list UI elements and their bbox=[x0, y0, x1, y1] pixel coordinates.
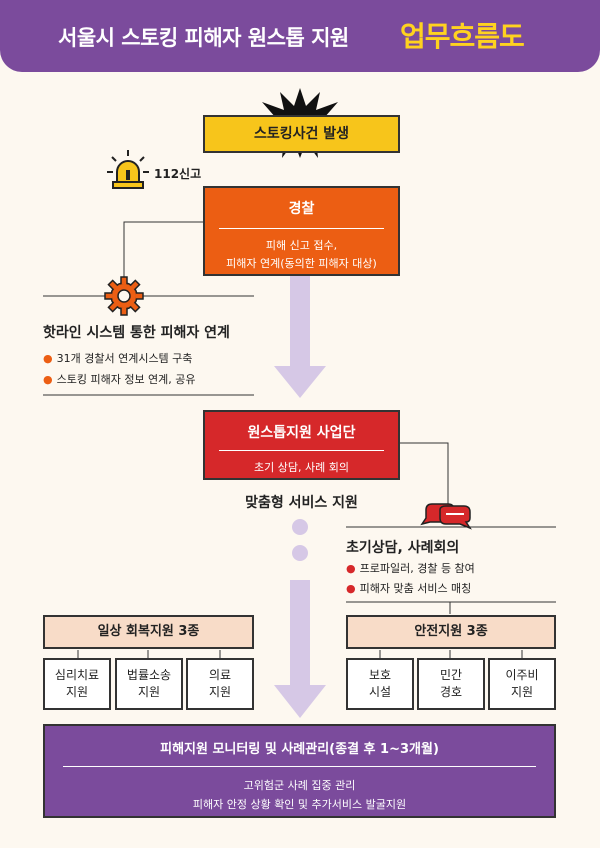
daily-item-medical-l2: 지원 bbox=[208, 685, 232, 699]
consult-item-2: ●피해자 맞춤 서비스 매칭 bbox=[346, 578, 471, 599]
police-title: 경찰 bbox=[288, 201, 315, 217]
chat-bubble-icon bbox=[420, 503, 472, 530]
stalking-event-box: 스토킹사건 발생 bbox=[203, 115, 400, 153]
monitoring-title: 피해지원 모니터링 및 사례관리(종결 후 1~3개월) bbox=[160, 742, 439, 757]
siren-icon bbox=[107, 150, 149, 189]
hotline-item-1-text: 31개 경찰서 연계시스템 구축 bbox=[56, 352, 193, 365]
divider bbox=[63, 766, 536, 767]
bullet-icon: ● bbox=[43, 373, 53, 386]
daily-item-medical-l1: 의료 bbox=[208, 668, 232, 682]
consult-title: 초기상담, 사례회의 bbox=[346, 540, 460, 556]
divider bbox=[219, 450, 384, 451]
monitoring-line1: 고위험군 사례 집중 관리 bbox=[243, 779, 356, 792]
consult-item-1-text: 프로파일러, 경찰 등 참여 bbox=[359, 562, 475, 575]
daily-item-legal-l1: 법률소송 bbox=[126, 668, 172, 682]
hotline-item-2-text: 스토킹 피해자 정보 연계, 공유 bbox=[56, 373, 196, 386]
safety-support-title: 안전지원 3종 bbox=[346, 615, 556, 649]
consult-item-1: ●프로파일러, 경찰 등 참여 bbox=[346, 558, 475, 579]
bullet-icon: ● bbox=[346, 562, 356, 575]
police-line2: 피해자 연계(동의한 피해자 대상) bbox=[226, 257, 377, 270]
daily-item-legal-l2: 지원 bbox=[137, 685, 161, 699]
hotline-item-1: ●31개 경찰서 연계시스템 구축 bbox=[43, 348, 192, 369]
safety-item-relocation-l2: 지원 bbox=[510, 685, 534, 699]
header-banner: 서울시 스토킹 피해자 원스톱 지원 업무흐름도 bbox=[0, 0, 600, 72]
onestop-box: 원스톱지원 사업단 초기 상담, 사례 회의 bbox=[203, 410, 400, 480]
consult-item-2-text: 피해자 맞춤 서비스 매칭 bbox=[359, 582, 472, 595]
bullet-icon: ● bbox=[346, 582, 356, 595]
monitoring-line2: 피해자 안정 상황 확인 및 추가서비스 발굴지원 bbox=[192, 798, 407, 811]
onestop-sub: 초기 상담, 사례 회의 bbox=[254, 461, 349, 474]
daily-item-psych-l2: 지원 bbox=[65, 685, 89, 699]
header-title: 서울시 스토킹 피해자 원스톱 지원 bbox=[58, 26, 349, 50]
hotline-title: 핫라인 시스템 통한 피해자 연계 bbox=[43, 325, 230, 341]
police-box: 경찰 피해 신고 접수, 피해자 연계(동의한 피해자 대상) bbox=[203, 186, 400, 276]
safety-item-relocation-l1: 이주비 bbox=[505, 668, 539, 682]
divider bbox=[219, 228, 384, 229]
bullet-icon: ● bbox=[43, 352, 53, 365]
header-highlight: 업무흐름도 bbox=[400, 20, 525, 53]
safety-item-shelter-l2: 시설 bbox=[368, 685, 392, 699]
safety-item-guard-l2: 경호 bbox=[439, 685, 463, 699]
monitoring-box: 피해지원 모니터링 및 사례관리(종결 후 1~3개월) 고위험군 사례 집중 … bbox=[43, 724, 556, 818]
daily-recovery-title: 일상 회복지원 3종 bbox=[43, 615, 254, 649]
gear-icon bbox=[104, 276, 144, 316]
custom-service-label: 맞춤형 서비스 지원 bbox=[245, 495, 358, 511]
onestop-title: 원스톱지원 사업단 bbox=[247, 425, 356, 441]
safety-item-shelter-l1: 보호 bbox=[368, 668, 392, 682]
safety-item-guard-l1: 민간 bbox=[439, 668, 463, 682]
daily-item-psych-l1: 심리치료 bbox=[54, 668, 100, 682]
hotline-item-2: ●스토킹 피해자 정보 연계, 공유 bbox=[43, 369, 196, 390]
police-line1: 피해 신고 접수, bbox=[265, 239, 338, 252]
report-label: 112신고 bbox=[154, 167, 202, 181]
